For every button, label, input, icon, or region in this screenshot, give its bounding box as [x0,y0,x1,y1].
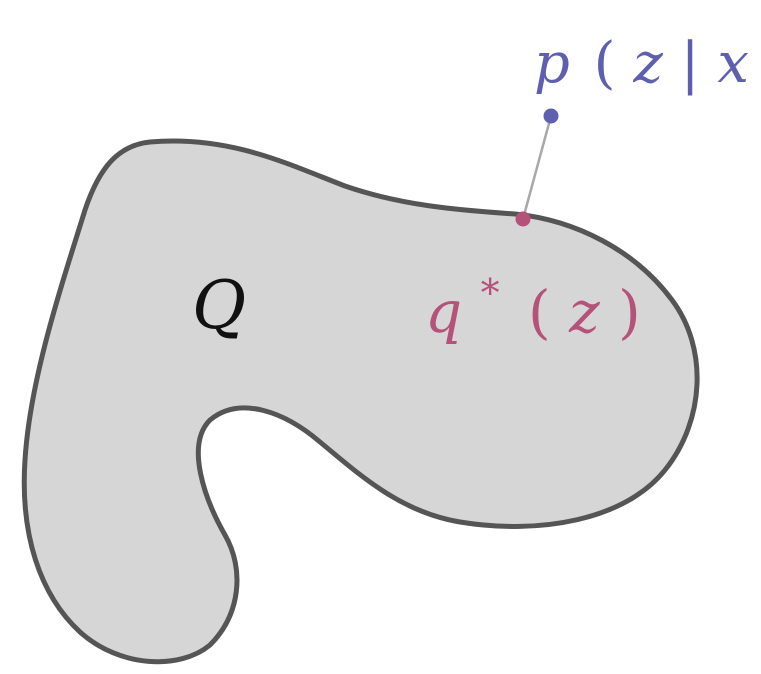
projection-line [521,115,553,220]
variational-family-label: Q [192,267,246,344]
approximation-point [515,211,531,227]
variational-family-region [21,138,700,665]
approximation-superscript: * [481,271,500,315]
approximation-variable: z [568,278,600,346]
approximation-symbol: q [425,278,462,346]
posterior-open-paren: ( [594,31,616,96]
posterior-variable: z [632,31,663,96]
approximation-label: q * ( z ) [425,252,641,346]
posterior-point [543,108,559,124]
approximation-open-paren: ( [528,278,551,346]
posterior-symbol: p [534,31,570,96]
posterior-bar: | [681,31,700,96]
posterior-label: p ( z | x ) [534,31,761,96]
posterior-given: x [717,31,749,96]
approximation-close-paren: ) [618,278,641,346]
